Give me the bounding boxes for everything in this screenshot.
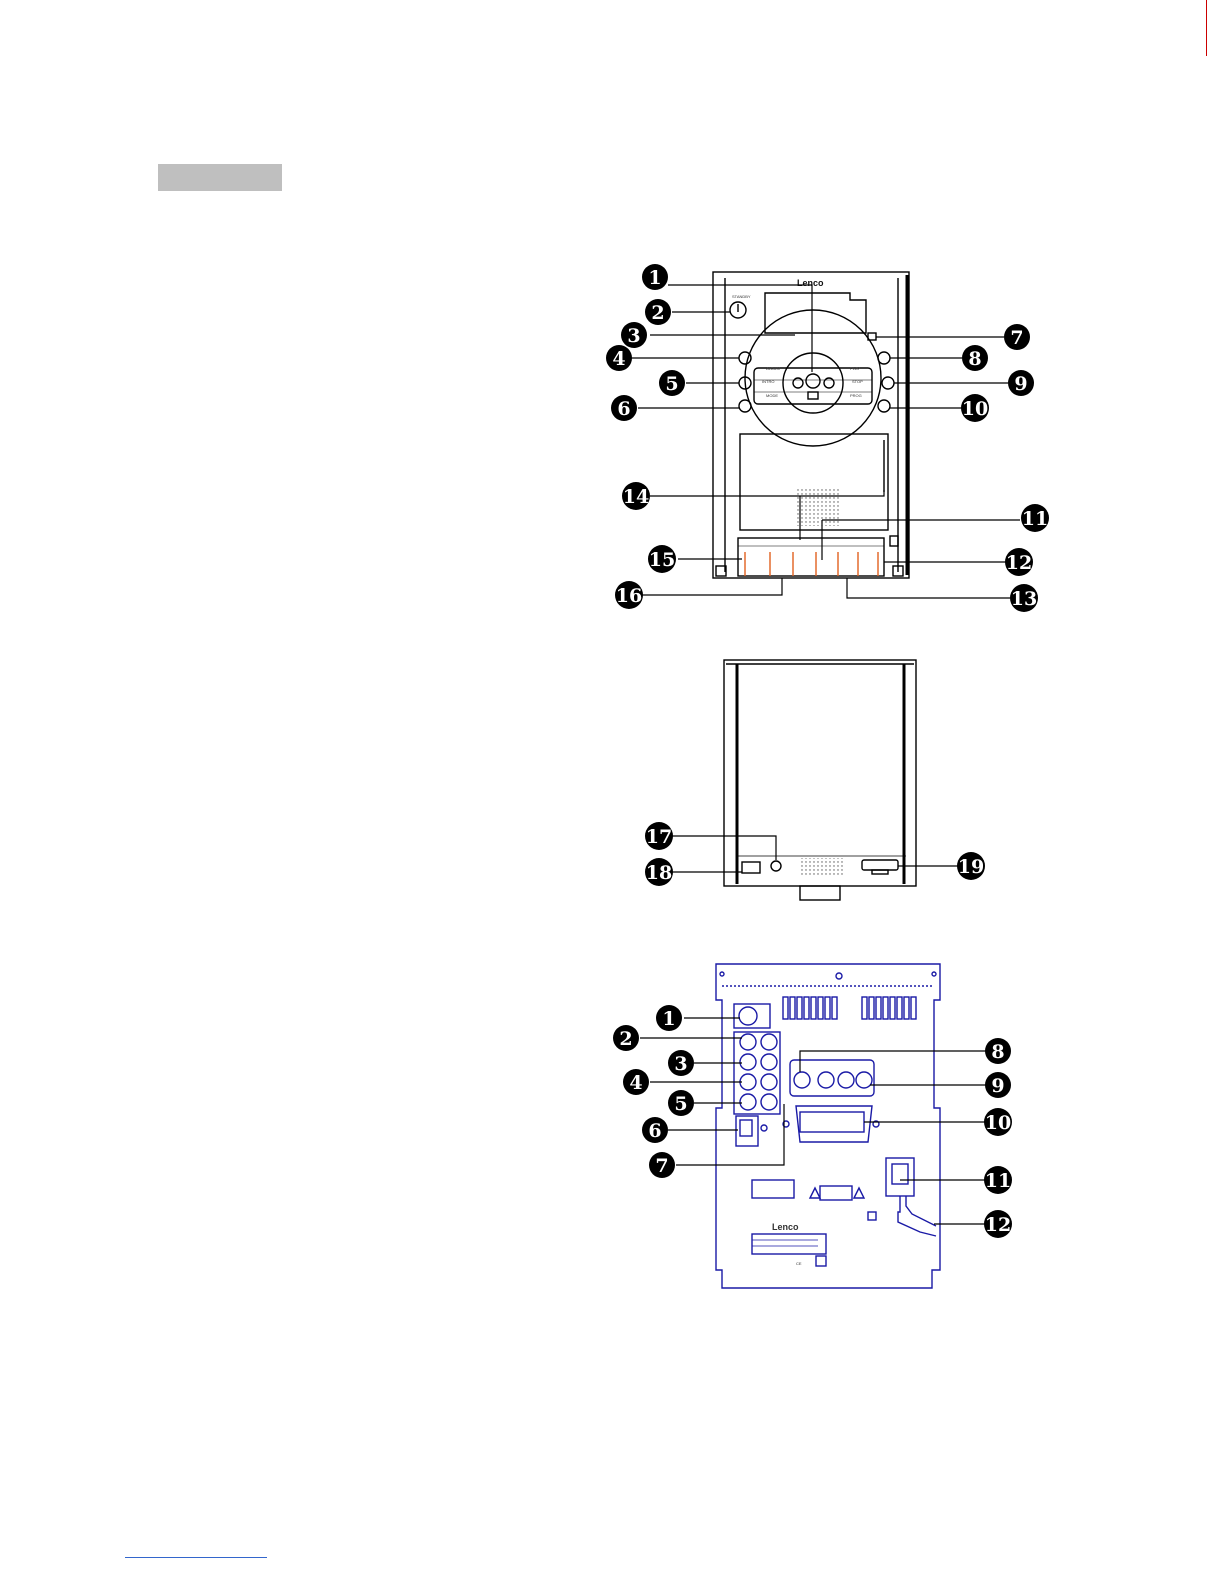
- front-view-diagram: Lenco STANDBY ALBUM INTRO MODE PLAY STOP…: [713, 272, 909, 578]
- headphone-jack: [771, 861, 781, 871]
- ce-mark: CE: [796, 1261, 802, 1266]
- front-callout-6-label: 6: [617, 398, 630, 420]
- rear-callout-11-label: 11: [985, 1170, 1011, 1192]
- svg-text:ALBUM: ALBUM: [766, 366, 780, 371]
- svg-text:MODE: MODE: [766, 393, 778, 398]
- rear-panel-outline: [716, 964, 940, 1288]
- front-button-4: [739, 352, 751, 364]
- front-button-6: [739, 400, 751, 412]
- front-callout-16-label: 16: [616, 585, 642, 607]
- top-housing: [724, 660, 916, 886]
- rear-callout-4-label: 4: [629, 1072, 642, 1094]
- rear-video-output-block: [790, 1060, 874, 1096]
- front-callouts: 12345678910111213141516: [606, 264, 1049, 612]
- svg-text:STANDBY: STANDBY: [732, 294, 751, 299]
- rear-callout-1-label: 1: [662, 1008, 675, 1030]
- front-button-8: [878, 352, 890, 364]
- front-callout-8-label: 8: [968, 348, 981, 370]
- rear-callout-7-label: 7: [655, 1155, 668, 1177]
- front-bottom-strip: [738, 538, 884, 576]
- front-brand-logo: Lenco: [797, 278, 824, 288]
- rear-callout-3-label: 3: [674, 1053, 687, 1075]
- svg-text:STOP: STOP: [852, 379, 863, 384]
- front-callout-12-label: 12: [1006, 552, 1032, 574]
- rear-rating-plate: [752, 1234, 826, 1254]
- rear-view-diagram: Lenco CE: [716, 964, 940, 1288]
- rear-callout-8-label: 8: [991, 1041, 1004, 1063]
- control-dial-outer: [745, 310, 881, 446]
- rear-callout-5-label: 5: [674, 1093, 687, 1115]
- front-housing: [713, 272, 909, 578]
- front-callout-15-label: 15: [649, 549, 675, 571]
- card-slot: [862, 860, 898, 870]
- front-callout-9-label: 9: [1014, 373, 1027, 395]
- top-view-diagram: [724, 660, 916, 900]
- top-callout-18-label: 18: [646, 862, 672, 884]
- front-leader-lines: [620, 285, 1020, 598]
- rear-callout-2-label: 2: [619, 1028, 632, 1050]
- top-rear-tab: [800, 886, 840, 900]
- svg-text:PLAY: PLAY: [850, 366, 860, 371]
- front-callout-1-label: 1: [648, 267, 661, 289]
- front-callout-4-label: 4: [612, 348, 625, 370]
- footer-link-underline: [125, 1557, 267, 1558]
- usb-port: [742, 862, 760, 873]
- front-button-9: [882, 377, 894, 389]
- front-callout-5-label: 5: [665, 373, 678, 395]
- front-callout-7-label: 7: [1010, 327, 1023, 349]
- svg-text:PROG: PROG: [850, 393, 862, 398]
- front-display-window: [765, 293, 866, 333]
- front-callout-10-label: 10: [962, 398, 988, 420]
- front-callout-2-label: 2: [651, 302, 664, 324]
- front-callout-14-label: 14: [623, 486, 649, 508]
- rear-brand-logo: Lenco: [772, 1222, 799, 1232]
- top-callouts: 17 18 19: [645, 822, 985, 886]
- rear-vents: [783, 997, 916, 1019]
- front-button-10: [878, 400, 890, 412]
- svg-text:INTRO: INTRO: [762, 379, 774, 384]
- rear-callout-12-label: 12: [985, 1214, 1011, 1236]
- rear-callout-9-label: 9: [991, 1075, 1004, 1097]
- rear-callout-10-label: 10: [985, 1112, 1011, 1134]
- top-callout-17-label: 17: [646, 826, 672, 848]
- front-callout-3-label: 3: [627, 325, 640, 347]
- front-callout-13-label: 13: [1011, 588, 1037, 610]
- top-callout-19-label: 19: [958, 856, 984, 878]
- rear-warning-label: [752, 1180, 794, 1198]
- rear-callout-6-label: 6: [648, 1120, 661, 1142]
- front-callout-11-label: 11: [1022, 508, 1048, 530]
